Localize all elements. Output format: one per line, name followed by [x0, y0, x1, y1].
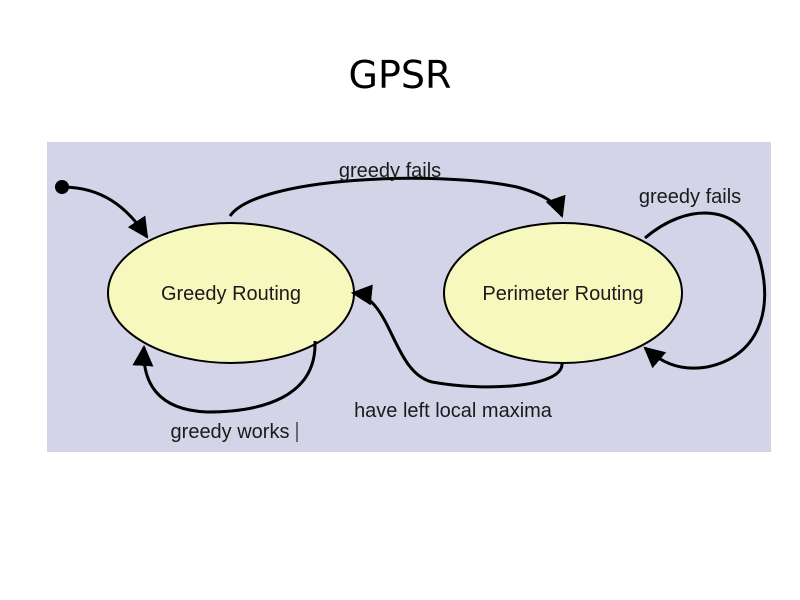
state-diagram: Greedy Routing Perimeter Routing greedy … [47, 142, 771, 452]
state-perimeter-ellipse [443, 222, 683, 364]
state-greedy-routing: Greedy Routing [107, 222, 355, 364]
transition-perimeter-self-loop [643, 211, 767, 370]
slide-title: GPSR [348, 53, 452, 97]
label-have-left-local-maxima: have left local maxima [354, 400, 553, 422]
label-greedy-works: greedy works [171, 421, 290, 443]
state-perimeter-label: Perimeter Routing [482, 283, 643, 305]
label-greedy-fails-transition: greedy fails [339, 160, 441, 182]
transition-perimeter-to-greedy [350, 284, 564, 389]
state-perimeter-routing: Perimeter Routing [443, 222, 683, 364]
state-diagram-canvas: Greedy Routing Perimeter Routing greedy … [47, 142, 771, 452]
state-greedy-label: Greedy Routing [161, 283, 301, 305]
transition-greedy-self-loop [132, 340, 317, 414]
initial-transition-arrow [61, 185, 149, 239]
label-greedy-fails-loop: greedy fails [639, 186, 741, 208]
transition-greedy-to-perimeter [228, 176, 566, 218]
